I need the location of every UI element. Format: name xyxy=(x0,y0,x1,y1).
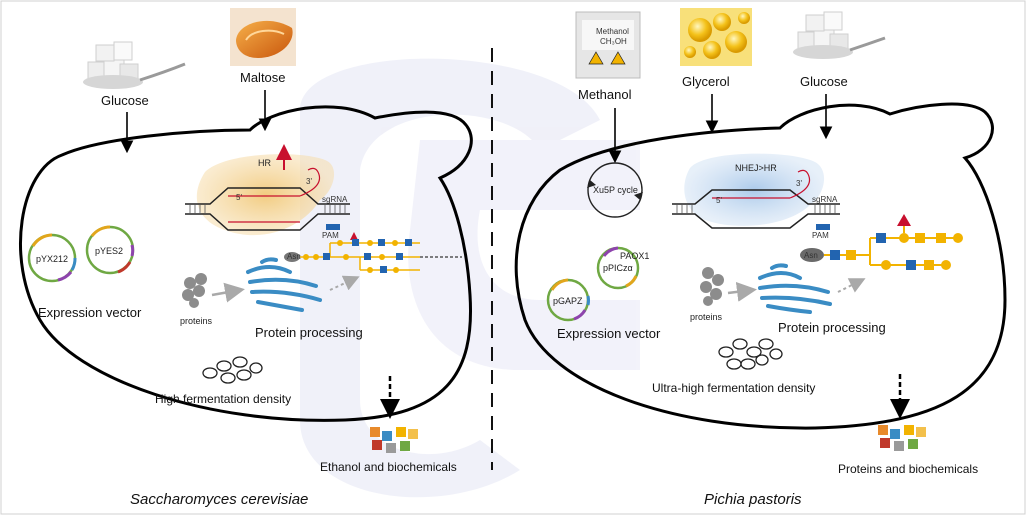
hr-label: HR xyxy=(258,158,271,168)
plasmid-label: pPICzα xyxy=(603,263,633,273)
plasmid-pgapz xyxy=(546,278,591,322)
dna-double-strand xyxy=(672,169,840,230)
plasmid-pyes2 xyxy=(85,225,135,275)
substrate-label: Glycerol xyxy=(682,74,730,89)
plasmid-pyx212 xyxy=(27,233,77,283)
substrate-label: Maltose xyxy=(240,70,286,85)
sgrna-label: sgRNA xyxy=(812,195,838,204)
svg-text:Asn: Asn xyxy=(804,251,818,260)
svg-text:Asn: Asn xyxy=(287,252,301,261)
fermentation-label: High fermentation density xyxy=(155,392,291,406)
expression-vector-label: Expression vector xyxy=(38,305,142,320)
maltose-image xyxy=(230,8,296,66)
endoplasmic-reticulum xyxy=(246,257,322,312)
xu5p-cycle xyxy=(587,162,643,218)
output-label: Ethanol and biochemicals xyxy=(320,460,457,474)
plasmid-label: pYES2 xyxy=(95,246,123,256)
species-label: Pichia pastoris xyxy=(704,491,802,508)
sugar-spoon-image xyxy=(83,41,186,89)
endoplasmic-reticulum xyxy=(758,263,832,314)
substrate-label: Glucose xyxy=(101,93,149,108)
strand-3-label: 3' xyxy=(306,177,312,186)
output-label: Proteins and biochemicals xyxy=(838,462,978,476)
sgrna-label: sgRNA xyxy=(322,195,348,204)
yeast-cell-left xyxy=(19,105,473,422)
pam-label: PAM xyxy=(322,231,339,240)
substrate-label: Methanol xyxy=(578,87,632,102)
strand-5-label: 5' xyxy=(716,196,722,205)
crispr-glow-region xyxy=(196,154,335,236)
xu5p-label: Xu5P cycle xyxy=(593,185,638,195)
glycerol-image xyxy=(680,8,752,66)
species-label: Saccharomyces cerevisiae xyxy=(130,491,308,508)
proteins-label: proteins xyxy=(690,312,723,322)
plasmid-label: pGAPZ xyxy=(553,296,583,306)
product-blocks xyxy=(878,425,926,451)
strand-3-label: 3' xyxy=(796,179,802,188)
protein-processing-label: Protein processing xyxy=(255,325,363,340)
fermentation-cells xyxy=(718,338,783,370)
paox1-label: PAOX1 xyxy=(620,251,649,261)
dna-double-strand xyxy=(185,167,350,231)
fermentation-cells xyxy=(202,356,263,384)
yeast-cell-right xyxy=(514,102,1007,430)
protein-processing-label: Protein processing xyxy=(778,320,886,335)
substrate-label: Glucose xyxy=(800,74,848,89)
protein-blobs xyxy=(700,267,724,306)
fermentation-label: Ultra-high fermentation density xyxy=(652,381,815,395)
proteins-label: proteins xyxy=(180,316,213,326)
plasmid-ppicz xyxy=(596,246,640,290)
expression-vector-label: Expression vector xyxy=(557,326,661,341)
methanol-bottle-image: Methanol CH₃OH xyxy=(575,11,641,79)
glycan-chain: Asn xyxy=(800,214,963,270)
svg-text:Methanol: Methanol xyxy=(596,27,629,36)
strand-5-label: 5' xyxy=(236,193,242,202)
plasmid-label: pYX212 xyxy=(36,254,68,264)
sugar-spoon-image xyxy=(793,11,886,59)
svg-text:CH₃OH: CH₃OH xyxy=(600,37,627,46)
glycan-chain: Asn xyxy=(284,232,462,273)
protein-blobs xyxy=(182,273,207,308)
pam-label: PAM xyxy=(812,231,829,240)
product-blocks xyxy=(370,427,418,453)
nhej-label: NHEJ>HR xyxy=(735,163,777,173)
